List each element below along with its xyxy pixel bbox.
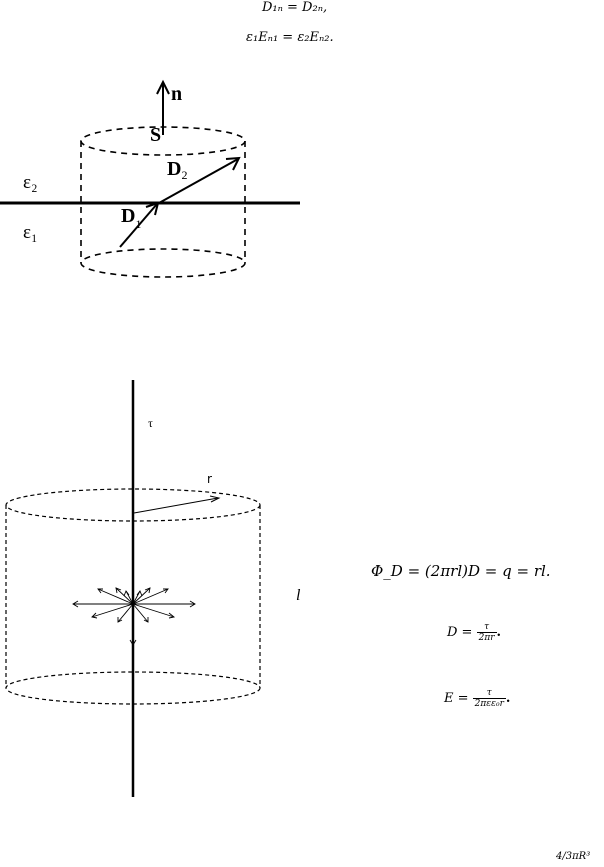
normal-label: n bbox=[171, 83, 183, 105]
equation-normal-e: ε₁Eₙ₁ = ε₂Eₙ₂. bbox=[246, 30, 334, 45]
sphere-volume-fragment: 4/3πR³ bbox=[556, 851, 591, 862]
d1-subscript: 1 bbox=[135, 217, 142, 231]
tau-label: τ bbox=[148, 416, 153, 430]
equation-normal-d: D₁ₙ = D₂ₙ, bbox=[262, 0, 328, 15]
flux-equation: Φ_D = (2πrl)D = q = rl. bbox=[371, 562, 551, 580]
epsilon-2-label: ε₂ bbox=[23, 172, 38, 193]
length-label: l bbox=[296, 587, 301, 604]
radius-label: r bbox=[207, 472, 212, 486]
d2-subscript: 2 bbox=[181, 168, 188, 182]
d1-label: D1 bbox=[121, 205, 142, 231]
epsilon-1-label: ε₁ bbox=[23, 222, 38, 243]
surface-label: S bbox=[150, 124, 162, 146]
d2-label: D2 bbox=[167, 158, 188, 182]
